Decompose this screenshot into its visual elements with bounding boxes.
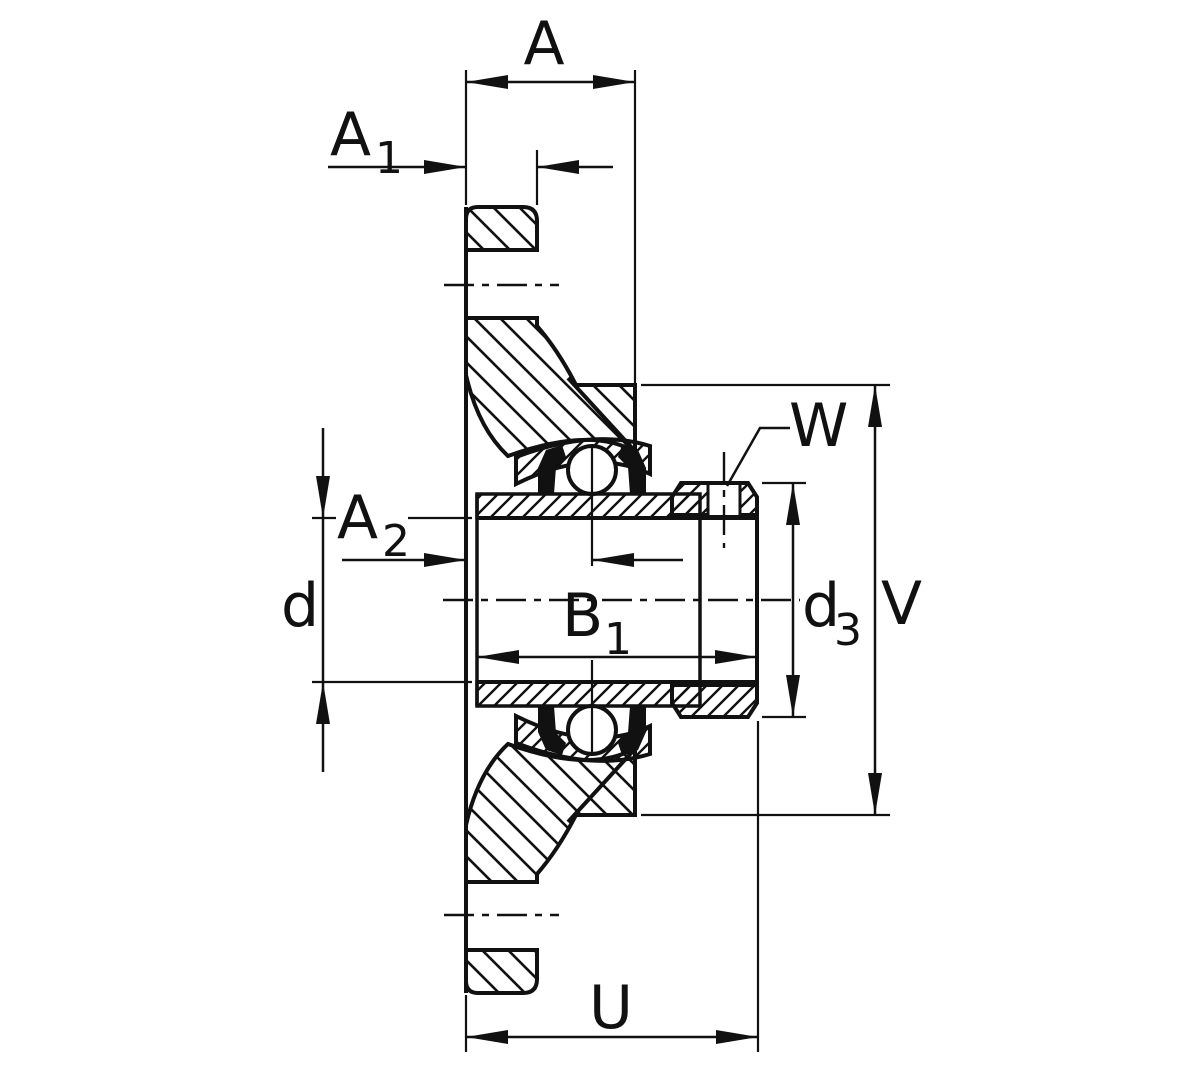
seal-lower-left <box>538 706 566 755</box>
dimension-U <box>466 1030 758 1044</box>
label-A: A <box>523 9 564 79</box>
dimension-A1 <box>328 160 613 174</box>
label-d: d <box>281 571 319 641</box>
label-B1: B <box>562 581 603 651</box>
collar-lower-section <box>670 683 759 719</box>
inner-ring-lower-section <box>475 680 702 708</box>
housing-lower-section <box>464 741 637 884</box>
dimension-V <box>868 385 882 815</box>
dimension-d3 <box>786 483 800 717</box>
seal-lower-right <box>618 706 646 755</box>
seal-upper-right <box>618 445 646 494</box>
seal-upper-left <box>538 445 566 494</box>
inner-ring-upper-section <box>475 492 702 520</box>
label-A1: A <box>330 100 371 170</box>
label-W: W <box>789 391 848 461</box>
label-A2-sub: 2 <box>382 516 410 567</box>
rib-edge-lower <box>566 749 635 824</box>
label-B1-sub: 1 <box>604 614 632 665</box>
label-A2: A <box>337 483 378 553</box>
extension-lines <box>312 70 890 1052</box>
dimension-d <box>316 428 330 772</box>
center-lines <box>443 283 800 917</box>
seals <box>538 445 646 755</box>
label-A1-sub: 1 <box>375 133 403 184</box>
dimension-B1 <box>477 650 757 664</box>
label-d3: d <box>802 571 840 641</box>
dimension-A <box>466 75 635 89</box>
dimension-lines <box>316 75 882 1044</box>
housing-upper-section <box>464 316 637 459</box>
flange-top-section <box>464 205 539 252</box>
rib-edge-upper <box>566 376 635 451</box>
label-V: V <box>881 569 922 639</box>
dimension-labels: A A 1 A 2 B 1 d d 3 V W U <box>281 9 922 1043</box>
label-U: U <box>589 973 633 1043</box>
flange-bottom-section <box>464 948 539 995</box>
label-d3-sub: 3 <box>834 605 862 656</box>
dimension-A2 <box>342 553 683 567</box>
leader-W <box>725 426 790 487</box>
